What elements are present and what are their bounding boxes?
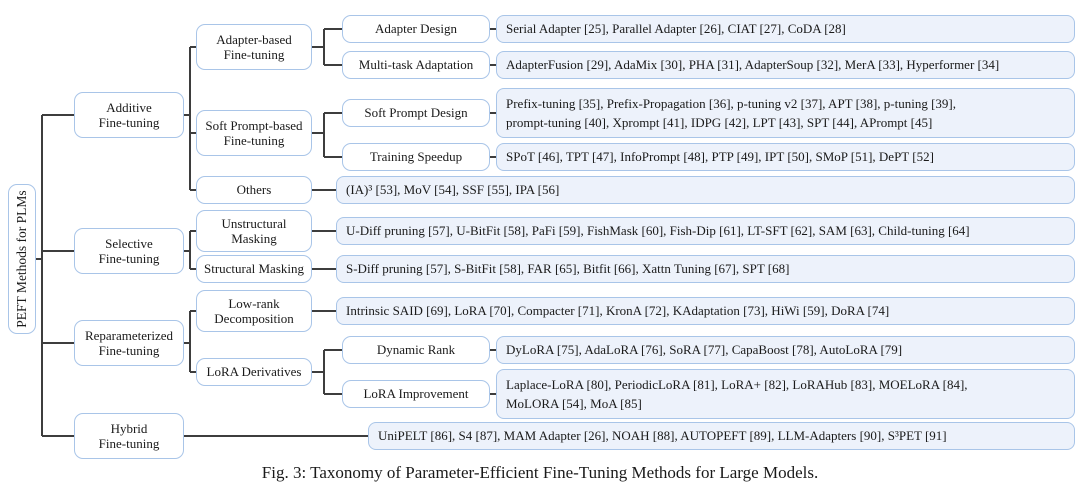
leaf-adapter-design-methods: Serial Adapter [25], Parallel Adapter [2… (496, 15, 1075, 43)
leaf-unstructural-masking-methods: U-Diff pruning [57], U-BitFit [58], PaFi… (336, 217, 1075, 245)
node-multi-task-adaptation: Multi-task Adaptation (342, 51, 490, 79)
root-node: PEFT Methods for PLMs (8, 184, 36, 334)
leaf-low-rank-decomposition-methods: Intrinsic SAID [69], LoRA [70], Compacte… (336, 297, 1075, 325)
leaf-soft-prompt-design-methods: Prefix-tuning [35], Prefix-Propagation [… (496, 88, 1075, 138)
leaf-hybrid-methods: UniPELT [86], S4 [87], MAM Adapter [26],… (368, 422, 1075, 450)
node-low-rank-decomposition: Low-rank Decomposition (196, 290, 312, 332)
connector-adapter-based (312, 28, 342, 66)
connector-leaf-stubs (490, 28, 496, 395)
leaf-lora-improvement-methods: Laplace-LoRA [80], PeriodicLoRA [81], Lo… (496, 369, 1075, 419)
figure-caption: Fig. 3: Taxonomy of Parameter-Efficient … (261, 463, 819, 482)
connector-root (34, 114, 74, 437)
node-hybrid-fine-tuning: Hybrid Fine-tuning (74, 413, 184, 459)
leaf-multi-task-adaptation-methods: AdapterFusion [29], AdaMix [30], PHA [31… (496, 51, 1075, 79)
leaf-training-speedup-methods: SPoT [46], TPT [47], InfoPrompt [48], PT… (496, 143, 1075, 171)
node-additive-fine-tuning: Additive Fine-tuning (74, 92, 184, 138)
node-others: Others (196, 176, 312, 204)
leaf-structural-masking-methods: S-Diff pruning [57], S-BitFit [58], FAR … (336, 255, 1075, 283)
leaf-others-methods: (IA)³ [53], MoV [54], SSF [55], IPA [56] (336, 176, 1075, 204)
leaf-dynamic-rank-methods: DyLoRA [75], AdaLoRA [76], SoRA [77], Ca… (496, 336, 1075, 364)
node-selective-fine-tuning: Selective Fine-tuning (74, 228, 184, 274)
connector-soft-prompt-based (312, 112, 342, 158)
node-unstructural-masking: Unstructural Masking (196, 210, 312, 252)
node-adapter-design: Adapter Design (342, 15, 490, 43)
node-adapter-based-fine-tuning: Adapter-based Fine-tuning (196, 24, 312, 70)
node-lora-derivatives: LoRA Derivatives (196, 358, 312, 386)
root-node-label: PEFT Methods for PLMs (14, 190, 30, 328)
node-reparameterized-fine-tuning: Reparameterized Fine-tuning (74, 320, 184, 366)
node-lora-improvement: LoRA Improvement (342, 380, 490, 408)
node-structural-masking: Structural Masking (196, 255, 312, 283)
node-soft-prompt-design: Soft Prompt Design (342, 99, 490, 127)
connector-additive (184, 46, 196, 191)
connector-lora-derivatives (312, 349, 342, 395)
node-soft-prompt-based: Soft Prompt-based Fine-tuning (196, 110, 312, 156)
node-dynamic-rank: Dynamic Rank (342, 336, 490, 364)
connector-selective (184, 230, 196, 270)
node-training-speedup: Training Speedup (342, 143, 490, 171)
connector-reparameterized (184, 310, 196, 373)
